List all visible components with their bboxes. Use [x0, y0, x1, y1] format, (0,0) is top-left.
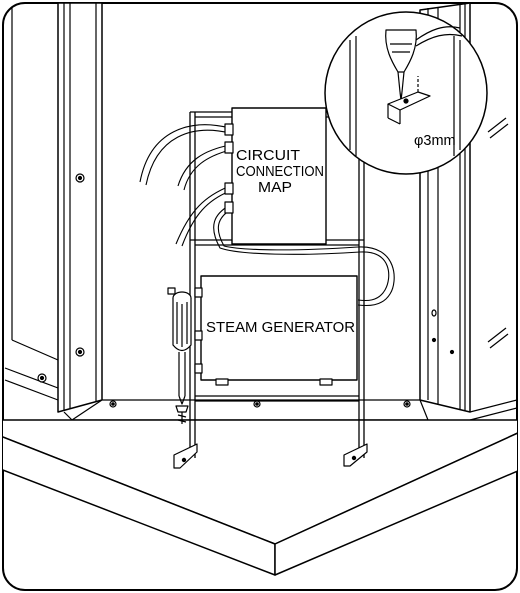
steam-generator-label: STEAM GENERATOR [206, 320, 355, 336]
right-side-panel [469, 399, 517, 421]
mounting-bracket-right [343, 443, 368, 467]
circuit-label-line3: MAP [258, 180, 292, 196]
cabinet-left-wall [57, 3, 103, 413]
left-side-panel [4, 3, 59, 401]
steam-generator: STEAM GENERATOR [194, 275, 358, 386]
wiring-cables [139, 124, 395, 307]
base-platform [3, 419, 517, 576]
circuit-connection-map: CIRCUIT CONNECTION MAP [224, 107, 327, 245]
cabinet-bottom-shelf [63, 399, 429, 421]
mounting-bracket-left [173, 443, 198, 469]
circuit-label-line1: CIRCUIT [236, 148, 300, 164]
detail-magnifier: φ3mm [324, 11, 488, 175]
hole-diameter-label: φ3mm [414, 133, 456, 149]
screwdriver-icon [167, 287, 192, 424]
circuit-label-line2: CONNECTION [236, 164, 324, 180]
